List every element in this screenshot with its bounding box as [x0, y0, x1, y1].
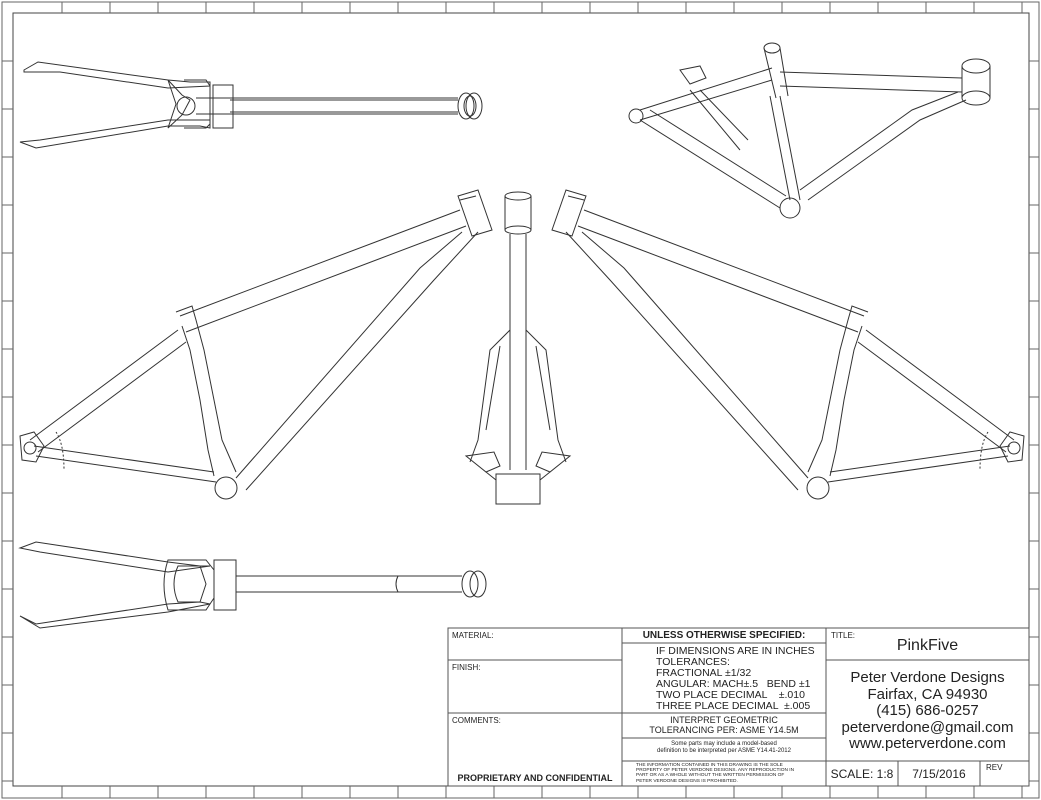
tolerance-line: ANGULAR: MACH±.5 BEND ±1	[656, 678, 811, 690]
interpret-note: INTERPRET GEOMETRIC TOLERANCING PER: ASM…	[622, 715, 826, 735]
scale-value: SCALE: 1:8	[830, 767, 894, 781]
frame-bottom-view	[18, 541, 487, 629]
frame-front-view	[464, 191, 572, 505]
legal-notice: THE INFORMATION CONTAINED IN THIS DRAWIN…	[636, 763, 794, 784]
tolerance-line: IF DIMENSIONS ARE IN INCHES	[656, 645, 815, 657]
company-email: peterverdone@gmail.com	[841, 718, 1014, 736]
finish-label: FINISH:	[452, 663, 481, 672]
legal-line: PETER VERDONE DESIGNS IS PROHIBITED.	[636, 778, 738, 784]
title-label: TITLE:	[831, 631, 856, 640]
company-phone: (415) 686-0257	[876, 702, 979, 719]
tolerances-list: IF DIMENSIONS ARE IN INCHES TOLERANCES: …	[656, 646, 815, 712]
drawing-date: 7/15/2016	[912, 767, 966, 781]
frame-side-view-right	[551, 189, 1025, 500]
model-note-line: Some parts may include a model-based	[671, 741, 777, 747]
proprietary-notice: PROPRIETARY AND CONFIDENTIAL	[457, 773, 613, 783]
model-note-line: definition to be interpreted per ASME Y1…	[657, 748, 791, 754]
tolerance-line: THREE PLACE DECIMAL ±.005	[656, 700, 811, 712]
model-note: Some parts may include a model-based def…	[622, 741, 826, 755]
tolerance-line: TOLERANCES:	[656, 656, 730, 668]
company-city: Fairfax, CA 94930	[867, 685, 988, 703]
interpret-line: INTERPRET GEOMETRIC	[670, 715, 778, 725]
legal-line: THE INFORMATION CONTAINED IN THIS DRAWIN…	[636, 763, 783, 768]
frame-top-view-upper	[19, 61, 483, 149]
frame-side-view-left	[19, 189, 493, 500]
company-name: Peter Verdone Designs	[850, 669, 1005, 686]
legal-line: PROPERTY OF PETER VERDONE DESIGNS. ANY R…	[636, 768, 795, 774]
drawing-title: PinkFive	[896, 637, 959, 654]
interpret-line: TOLERANCING PER: ASME Y14.5M	[649, 725, 799, 735]
company-info: Peter Verdone Designs Fairfax, CA 94930 …	[826, 669, 1029, 753]
material-label: MATERIAL:	[452, 631, 494, 640]
spec-header: UNLESS OTHERWISE SPECIFIED:	[642, 630, 806, 641]
legal-line: PART OR AS A WHOLE WITHOUT THE WRITTEN P…	[636, 773, 785, 779]
tolerance-line: FRACTIONAL ±1/32	[656, 667, 752, 679]
rev-label: REV	[986, 763, 1003, 772]
frame-isometric-view	[628, 42, 991, 219]
comments-label: COMMENTS:	[452, 716, 501, 725]
company-website: www.peterverdone.com	[849, 735, 1006, 752]
tolerance-line: TWO PLACE DECIMAL ±.010	[656, 689, 805, 701]
title-block-grid	[447, 627, 1030, 787]
